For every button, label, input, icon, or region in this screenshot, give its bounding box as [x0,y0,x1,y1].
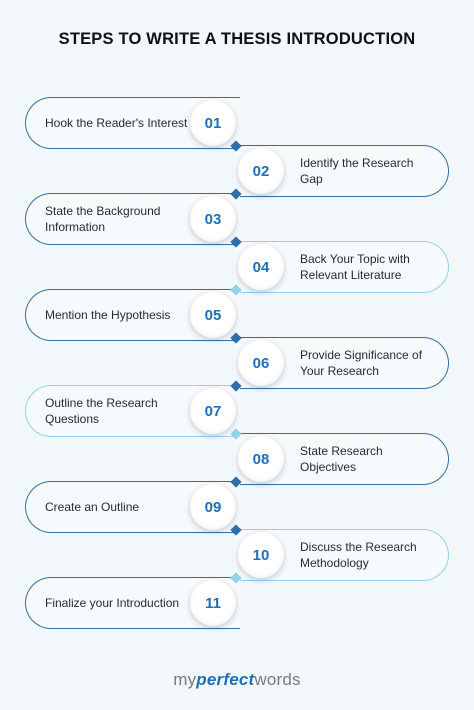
step-number-badge: 06 [238,340,284,386]
brand-logo: myperfectwords [0,670,474,690]
step-label: Back Your Topic with Relevant Literature [300,252,410,282]
step-label: Outline the Research Questions [45,396,158,426]
step-number-badge: 10 [238,532,284,578]
step-number-badge: 02 [238,148,284,194]
step-label: Hook the Reader's Interest [45,116,188,130]
step-number-badge: 09 [190,484,236,530]
step-number-badge: 05 [190,292,236,338]
step-number-badge: 03 [190,196,236,242]
logo-part-my: my [173,670,197,689]
step-label: Create an Outline [45,500,140,514]
step-number-badge: 11 [190,580,236,626]
step-number-badge: 04 [238,244,284,290]
step-number-badge: 01 [190,100,236,146]
step-label: Mention the Hypothesis [45,308,171,322]
step-label: Finalize your Introduction [45,596,180,610]
step-label: Provide Significance of Your Research [300,348,423,378]
logo-part-words: words [254,670,301,689]
step-number-badge: 08 [238,436,284,482]
logo-part-perfect: perfect [196,670,255,689]
step-label: State Research Objectives [300,444,383,474]
step-number-badge: 07 [190,388,236,434]
step-label: State the Background Information [45,204,161,234]
step-label: Identify the Research Gap [300,156,414,186]
page-title: STEPS TO WRITE A THESIS INTRODUCTION [58,30,416,48]
step-label: Discuss the Research Methodology [300,540,417,570]
